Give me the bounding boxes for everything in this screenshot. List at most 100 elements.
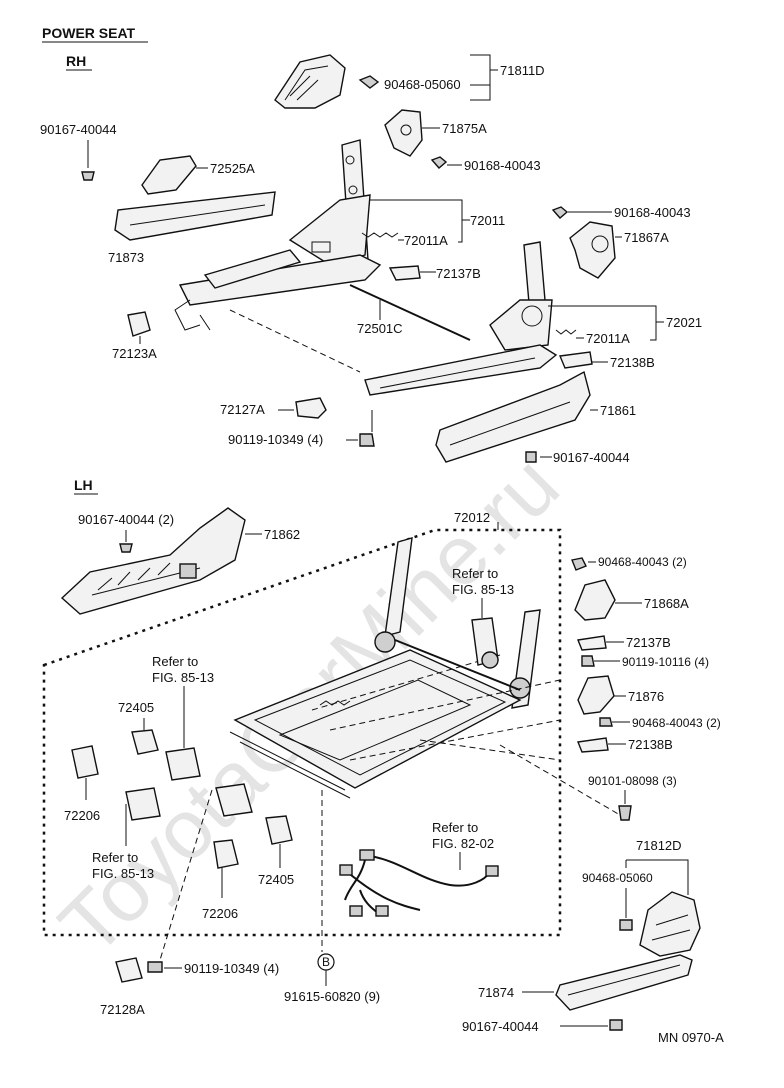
label-71861: 71861	[600, 403, 636, 418]
label-90168-40043-a: 90168-40043	[464, 158, 541, 173]
refer-a-line2: FIG. 85-13	[452, 582, 514, 597]
clip-icon	[619, 919, 633, 931]
label-90468-40043-2b: 90468-40043 (2)	[632, 716, 721, 730]
part-71867A-shape	[569, 221, 616, 279]
part-72138B-lh-shape	[577, 737, 609, 753]
wire-harness	[344, 854, 491, 916]
refer-c-line1: Refer to	[432, 820, 478, 835]
screw-icon	[525, 451, 537, 463]
part-71861-shape	[435, 370, 591, 463]
part-90468-05060-shape	[358, 75, 380, 89]
refer-b-line1: Refer to	[152, 654, 198, 669]
label-72011A-b: 72011A	[586, 331, 630, 346]
screw-icon	[119, 543, 133, 553]
label-72021: 72021	[666, 315, 702, 330]
part-71874-shape	[555, 954, 693, 1011]
lh-seat-frame	[229, 537, 621, 816]
label-72011: 72011	[470, 213, 505, 228]
figure-code: MN 0970-A	[658, 1030, 724, 1045]
refer-b-line2: FIG. 85-13	[152, 670, 214, 685]
label-72012: 72012	[454, 510, 490, 525]
part-71873-shape	[114, 191, 276, 241]
part-71811D-shape	[274, 54, 346, 109]
nut-icon	[359, 433, 375, 447]
screw-icon	[609, 1019, 623, 1031]
screw-icon	[599, 717, 613, 727]
label-71867A: 71867A	[624, 230, 669, 245]
refer-c-line2: FIG. 82-02	[432, 836, 494, 851]
part-72405-a-shape	[131, 729, 159, 755]
label-90167-40044-c: 90167-40044	[462, 1019, 539, 1034]
rh-section: 90468-05060 71811D 71875A 90168-40043 90…	[40, 54, 702, 465]
assembly-72012-frame	[42, 528, 562, 937]
part-71812D-shape	[639, 891, 701, 957]
screw-icon	[551, 206, 569, 219]
page-title: POWER SEAT	[42, 25, 136, 41]
label-72405-b: 72405	[258, 872, 294, 887]
part-72011-frame	[174, 139, 382, 331]
switch-a-shape	[165, 747, 201, 781]
nut-icon	[581, 655, 595, 667]
label-72501C: 72501C	[357, 321, 403, 336]
label-71862: 71862	[264, 527, 300, 542]
screw-icon	[430, 156, 448, 169]
refer-d-line1: Refer to	[92, 850, 138, 865]
label-71868A: 71868A	[644, 596, 689, 611]
part-72206-b-shape	[213, 839, 239, 869]
label-90167-40044-2: 90167-40044 (2)	[78, 512, 174, 527]
switch-c-shape	[215, 783, 253, 817]
label-90168-40043-b: 90168-40043	[614, 205, 691, 220]
part-72137B-shape	[388, 265, 421, 281]
part-72128A-shape	[115, 957, 143, 983]
refer-d-line2: FIG. 85-13	[92, 866, 154, 881]
bolt-icon	[618, 805, 632, 821]
label-71876: 71876	[628, 689, 664, 704]
label-91615-60820: 91615-60820 (9)	[284, 989, 380, 1004]
label-90119-10349-lh: 90119-10349 (4)	[184, 961, 279, 976]
label-90468-40043-2a: 90468-40043 (2)	[598, 555, 687, 569]
label-90167-40044-b: 90167-40044	[553, 450, 630, 465]
section-lh-label: LH	[74, 477, 93, 493]
switch-b-shape	[125, 787, 161, 821]
label-72127A: 72127A	[220, 402, 265, 417]
label-71812D: 71812D	[636, 838, 682, 853]
part-72137B-lh-shape	[577, 635, 607, 651]
label-72206-b: 72206	[202, 906, 238, 921]
nut-icon	[147, 961, 163, 973]
label-72011A-a: 72011A	[404, 233, 448, 248]
part-72405-b-shape	[265, 815, 293, 845]
label-90119-10116: 90119-10116 (4)	[622, 655, 709, 669]
label-90468-05060-lh: 90468-05060	[582, 871, 653, 885]
label-90468-05060: 90468-05060	[384, 77, 461, 92]
screw-icon	[81, 171, 95, 181]
label-90119-10349-rh: 90119-10349 (4)	[228, 432, 323, 447]
label-71873: 71873	[108, 250, 144, 265]
part-72138B-shape	[559, 351, 593, 369]
label-72405-a: 72405	[118, 700, 154, 715]
refer-a-line1: Refer to	[452, 566, 498, 581]
screw-icon	[571, 557, 587, 571]
label-90167-40044-a: 90167-40044	[40, 122, 117, 137]
b-marker-label: B	[322, 955, 330, 969]
lh-section: 72012 90167-40044 (2) 71862 Refer to FIG…	[42, 507, 721, 1034]
label-72137B-lh: 72137B	[626, 635, 671, 650]
part-72021-frame	[364, 241, 558, 396]
part-72525A-shape	[141, 155, 197, 195]
label-72128A: 72128A	[100, 1002, 145, 1017]
label-71811D: 71811D	[500, 63, 545, 78]
label-72138B-lh: 72138B	[628, 737, 673, 752]
label-72138B-rh: 72138B	[610, 355, 655, 370]
part-71868A-shape	[574, 579, 616, 621]
part-71875A-shape	[384, 109, 423, 157]
label-71874: 71874	[478, 985, 514, 1000]
section-rh-label: RH	[66, 53, 86, 69]
label-72123A: 72123A	[112, 346, 157, 361]
part-72123A-shape	[127, 311, 151, 337]
label-71875A: 71875A	[442, 121, 487, 136]
label-72137B-rh: 72137B	[436, 266, 481, 281]
part-71876-shape	[577, 675, 615, 715]
part-71862-shape	[60, 507, 246, 615]
label-90101-08098: 90101-08098 (3)	[588, 774, 677, 788]
part-72206-a-shape	[71, 745, 99, 779]
